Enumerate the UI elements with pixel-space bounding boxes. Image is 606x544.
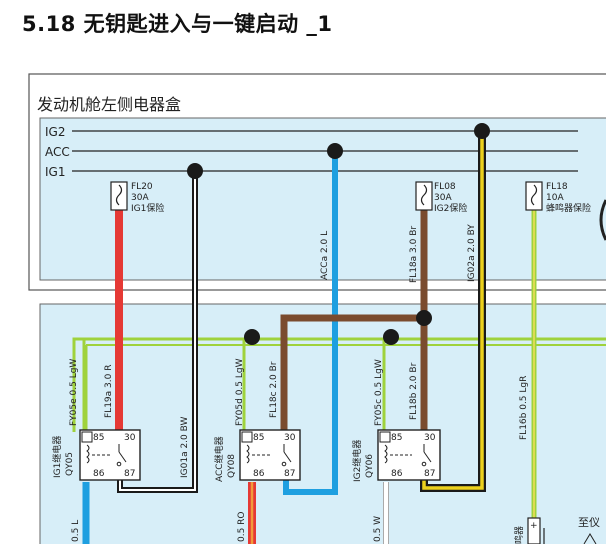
relay-acc-pin85: 85 [253,433,264,443]
relay-ig1-pin30: 30 [124,433,136,443]
relay-ig1-pin85: 85 [93,433,104,443]
label-fl18c: FL18c 2.0 Br [269,361,279,418]
bus-ig1-label: IG1 [45,165,65,179]
fuse-fl08-id: FL08 [434,182,456,192]
fuse-fl08-desc: IG2保险 [434,202,467,214]
box-title: 发动机舱左侧电器盒 [37,95,181,114]
fuse-fl18-id: FL18 [546,182,568,192]
fuse-fl08-rating: 30A [434,193,452,203]
fuse-fl20-desc: IG1保险 [131,202,164,214]
relay-acc-name: ACC继电器 [213,436,225,482]
label-acca: ACCa 2.0 L [320,231,330,280]
relay-acc-pin30: 30 [284,433,296,443]
relay-ig1-name: IG1继电器 [51,436,63,478]
relay-ig2-name: IG2继电器 [351,440,363,482]
fuse-fl18: FL18 10A 蜂鸣器保险 [525,181,591,214]
relay-acc-code: QY08 [227,454,237,478]
right-edge-connector [599,199,606,241]
label-fl18a: FL18a 3.0 Br [409,226,419,283]
bottom-right-label: 至仪 [578,516,600,529]
fuse-fl08: FL08 30A IG2保险 [415,181,467,214]
bottom-right-arrow [583,533,597,544]
junction-dots [187,123,490,345]
label-ig01a: IG01a 2.0 BW [180,417,190,478]
wire-fl18c [280,314,424,430]
fuse-fl18-desc: 蜂鸣器保险 [546,202,591,214]
relay-ig1-code: QY05 [65,452,75,476]
buzzer-symbol: + [527,517,545,544]
fuse-fl20: FL20 30A IG1保险 [110,181,164,214]
label-out3: 0.5 W [373,516,383,542]
label-fl19a: FL19a 3.0 R [104,365,114,418]
fuse-fl20-rating: 30A [131,193,149,203]
label-fy05c: FY05c 0.5 LgW [374,359,384,426]
fuse-fl20-id: FL20 [131,182,153,192]
relay-ig1: 85 30 86 87 [79,429,141,481]
bus-acc-label: ACC [45,145,70,159]
page-title: 5.18 无钥匙进入与一键启动 _1 [22,12,333,36]
relay-ig2-pin86: 86 [391,469,403,479]
label-out1: 0.5 L [71,520,81,542]
relay-ig2-code: QY06 [365,454,375,478]
buzzer-partial-label: 鸣器 [513,526,525,544]
label-fl18b: FL18b 2.0 Br [409,362,419,420]
label-fy05e: FY05e 0.5 LgW [69,359,79,426]
svg-text:+: + [530,521,538,531]
label-out2: 0.5 RO [237,511,247,542]
relay-ig2-pin30: 30 [424,433,436,443]
relay-acc: 85 30 86 87 [239,429,301,481]
green-feed-lines [72,337,606,432]
relay-ig2-pin85: 85 [391,433,402,443]
relay-acc-pin86: 86 [253,469,265,479]
label-ig02a: IG02a 2.0 BY [467,224,477,282]
relay-ig2-pin87: 87 [424,469,435,479]
label-fy05d: FY05d 0.5 LgW [235,358,245,426]
relay-ig2: 85 30 86 87 [377,429,441,481]
fuse-fl18-rating: 10A [546,193,564,203]
bus-ig2-label: IG2 [45,125,65,139]
relay-ig1-pin86: 86 [93,469,105,479]
label-fl16b: FL16b 0.5 LgR [519,376,529,440]
upper-panel [39,117,606,281]
relay-ig1-pin87: 87 [124,469,135,479]
relay-acc-pin87: 87 [284,469,295,479]
